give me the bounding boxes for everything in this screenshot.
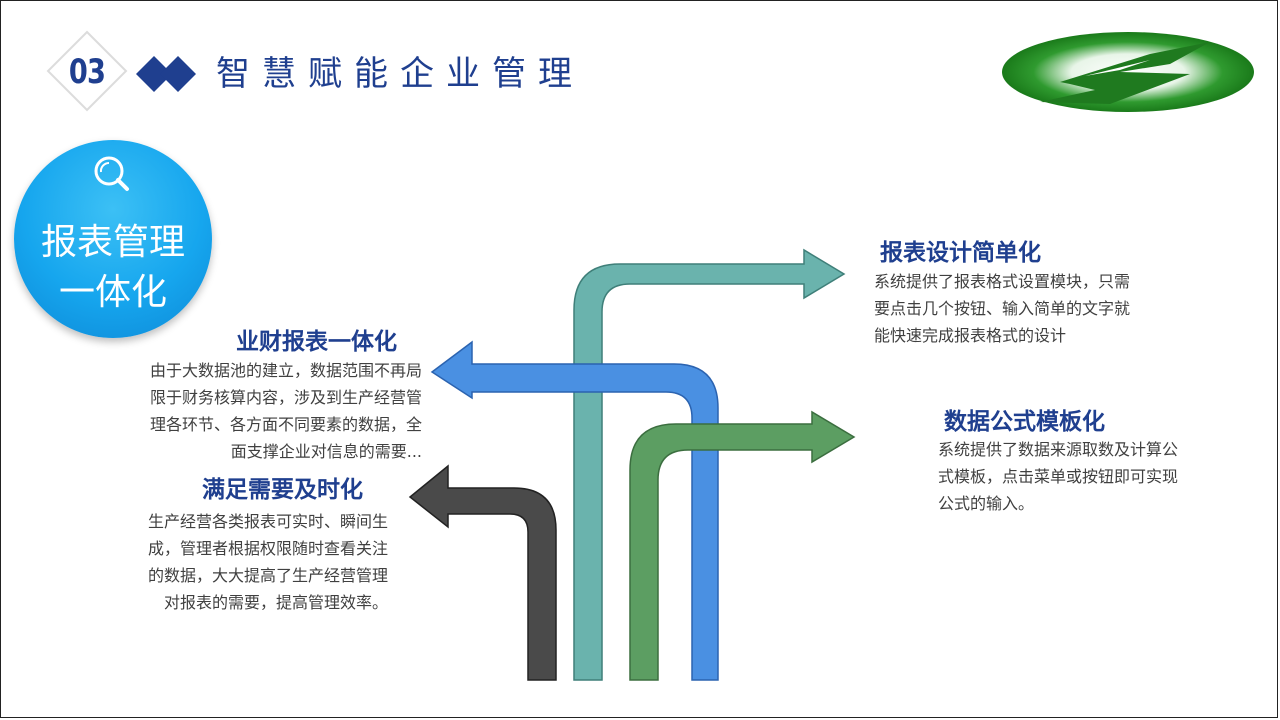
desc-line: 面支撑企业对信息的需要... [230, 442, 422, 461]
desc-line: 的数据，大大提高了生产经营管理 [147, 566, 388, 585]
desc-line: 限于财务核算内容，涉及到生产经营管 [149, 388, 422, 407]
desc-line: 公式的输入。 [938, 494, 1035, 513]
feature-business-finance-title: 业财报表一体化 [236, 329, 397, 355]
feature-formula-desc: 系统提供了数据来源取数及计算公 式模板，点击菜单或按钮即可实现 公式的输入。 [938, 436, 1238, 517]
feature-design-title: 报表设计简单化 [880, 240, 1041, 266]
badge-label-line2: 一体化 [58, 272, 167, 313]
section-number: 03 [68, 52, 106, 92]
search-icon [94, 156, 129, 191]
desc-line: 系统提供了报表格式设置模块，只需 [874, 272, 1131, 291]
desc-line: 生产经营各类报表可实时、瞬间生 [147, 512, 388, 531]
double-diamond-icon [136, 56, 196, 92]
report-management-badge [14, 140, 212, 338]
feature-formula-title: 数据公式模板化 [944, 409, 1105, 435]
desc-line: 理各环节、各方面不同要素的数据，全 [149, 415, 422, 434]
page-title: 智慧赋能企业管理 [216, 54, 584, 94]
feature-timely-title: 满足需要及时化 [202, 477, 363, 503]
desc-line: 成，管理者根据权限随时查看关注 [147, 539, 388, 558]
desc-line: 要点击几个按钮、输入简单的文字就 [874, 299, 1131, 318]
desc-line: 式模板，点击菜单或按钮即可实现 [938, 467, 1179, 486]
desc-line: 对报表的需要，提高管理效率。 [163, 593, 388, 612]
arrow-green [629, 410, 856, 681]
badge-label: 报表管理 一体化 [14, 218, 212, 318]
desc-line: 由于大数据池的建立，数据范围不再局 [149, 361, 422, 380]
section-number-diamond [46, 30, 128, 112]
arrow-blue [430, 340, 719, 681]
feature-business-finance-desc: 由于大数据池的建立，数据范围不再局 限于财务核算内容，涉及到生产经营管 理各环节… [100, 357, 422, 465]
desc-line: 能快速完成报表格式的设计 [874, 326, 1067, 345]
feature-design-desc: 系统提供了报表格式设置模块，只需 要点击几个按钮、输入简单的文字就 能快速完成报… [874, 268, 1194, 349]
arrow-teal [573, 248, 846, 681]
company-logo [1002, 32, 1254, 112]
feature-timely-desc: 生产经营各类报表可实时、瞬间生 成，管理者根据权限随时查看关注 的数据，大大提高… [90, 508, 388, 616]
desc-line: 系统提供了数据来源取数及计算公 [938, 440, 1179, 459]
arrow-dark [408, 464, 557, 681]
badge-label-line1: 报表管理 [40, 222, 185, 263]
